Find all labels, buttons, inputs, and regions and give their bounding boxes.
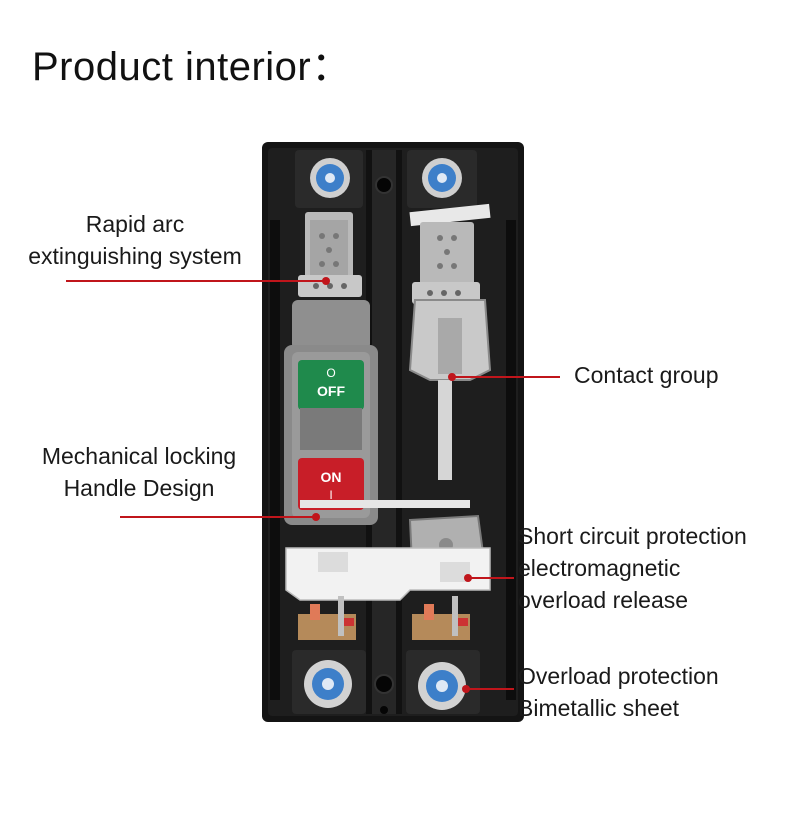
on-button	[298, 458, 364, 510]
label-mechanical-locking: Mechanical locking Handle Design	[41, 443, 237, 501]
top-terminal-left	[295, 150, 363, 208]
handle-assembly	[284, 300, 378, 525]
bottom-terminal-left	[292, 650, 366, 714]
off-label: OFF	[317, 383, 345, 399]
page-title: Product interior：	[32, 45, 352, 89]
arc-chute-left	[298, 212, 362, 297]
label-overload-protection: Overload protection Bimetallic sheet	[518, 663, 719, 721]
off-button	[298, 360, 364, 410]
trip-bar	[300, 500, 470, 508]
leader-dot-arc	[322, 277, 330, 285]
label-contact-group: Contact group	[574, 362, 719, 388]
leader-lines	[66, 277, 560, 693]
contact-group	[408, 299, 492, 480]
top-terminal-right	[407, 150, 477, 208]
bottom-terminal-right	[406, 650, 480, 714]
release-slider	[285, 547, 491, 601]
arc-chute-right	[409, 203, 491, 304]
leader-dot-short-circuit	[464, 574, 472, 582]
bimetallic-strip-left	[298, 596, 356, 640]
label-arc-extinguishing: Rapid arc extinguishing system	[28, 211, 242, 269]
on-label: ON	[321, 469, 342, 485]
leader-dot-contact	[448, 373, 456, 381]
bimetallic-strip-right	[412, 596, 470, 640]
leader-dot-handle	[312, 513, 320, 521]
on-symbol: I	[329, 488, 332, 502]
label-short-circuit-protection: Short circuit protection electromagnetic…	[518, 523, 747, 613]
leader-dot-overload	[462, 685, 470, 693]
off-symbol: O	[326, 366, 335, 380]
